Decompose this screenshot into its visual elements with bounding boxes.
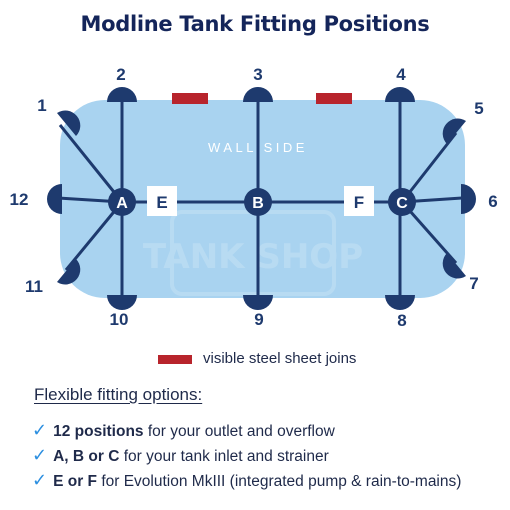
svg-text:C: C	[396, 195, 408, 212]
position-caps	[47, 87, 476, 310]
steel-join-legend-swatch	[158, 355, 192, 364]
legend-label: visible steel sheet joins	[203, 350, 357, 367]
cap-4	[385, 87, 415, 102]
cap-6	[461, 184, 476, 214]
svg-text:E: E	[156, 193, 167, 212]
position-label-1: 1	[37, 96, 46, 115]
option-item: ✓ A, B or C for your tank inlet and strai…	[32, 445, 329, 466]
position-labels: 1 2 3 4 5 6 7 8 9 10 11 12	[10, 65, 498, 330]
option-rest: for your tank inlet and strainer	[119, 448, 329, 465]
pump-point-f: F	[344, 186, 374, 216]
cap-3	[243, 87, 273, 102]
cap-1	[57, 110, 81, 136]
option-strong: E or F	[53, 473, 98, 490]
position-label-2: 2	[116, 65, 125, 84]
position-label-3: 3	[253, 65, 262, 84]
cap-11	[57, 259, 81, 285]
position-label-12: 12	[10, 190, 29, 209]
check-icon: ✓	[32, 470, 48, 490]
svg-text:A: A	[116, 195, 128, 212]
cap-2	[107, 87, 137, 102]
option-rest: for Evolution MkIII (integrated pump & r…	[97, 473, 462, 490]
steel-join-right	[316, 93, 352, 104]
cap-8	[385, 295, 415, 310]
svg-text:F: F	[354, 193, 364, 212]
wall-side-label: WALL SIDE	[208, 140, 308, 155]
cap-7	[442, 253, 466, 279]
option-strong: A, B or C	[53, 448, 120, 465]
cap-12	[47, 184, 62, 214]
hub-b: B	[244, 188, 272, 216]
cap-10	[107, 295, 137, 310]
pump-point-e: E	[147, 186, 177, 216]
position-label-5: 5	[474, 99, 483, 118]
position-label-8: 8	[397, 311, 406, 330]
check-icon: ✓	[32, 420, 48, 440]
cap-9	[243, 295, 273, 310]
position-label-9: 9	[254, 310, 263, 329]
check-icon: ✓	[32, 445, 48, 465]
options-heading: Flexible fitting options:	[34, 385, 203, 404]
steel-join-left	[172, 93, 208, 104]
page-title: Modline Tank Fitting Positions	[80, 12, 430, 36]
hub-c: C	[388, 188, 416, 216]
position-label-10: 10	[110, 310, 129, 329]
position-label-6: 6	[488, 192, 497, 211]
option-item: ✓ 12 positions for your outlet and overfl…	[32, 420, 335, 441]
position-label-4: 4	[396, 65, 406, 84]
option-strong: 12 positions	[53, 423, 144, 440]
position-label-7: 7	[469, 274, 478, 293]
option-rest: for your outlet and overflow	[143, 423, 335, 440]
svg-text:B: B	[252, 195, 264, 212]
position-label-11: 11	[25, 277, 43, 296]
watermark-text: TANK SHOP	[143, 237, 363, 277]
hub-a: A	[108, 188, 136, 216]
cap-5	[442, 118, 466, 144]
option-item: ✓ E or F for Evolution MkIII (integrated …	[32, 470, 461, 491]
